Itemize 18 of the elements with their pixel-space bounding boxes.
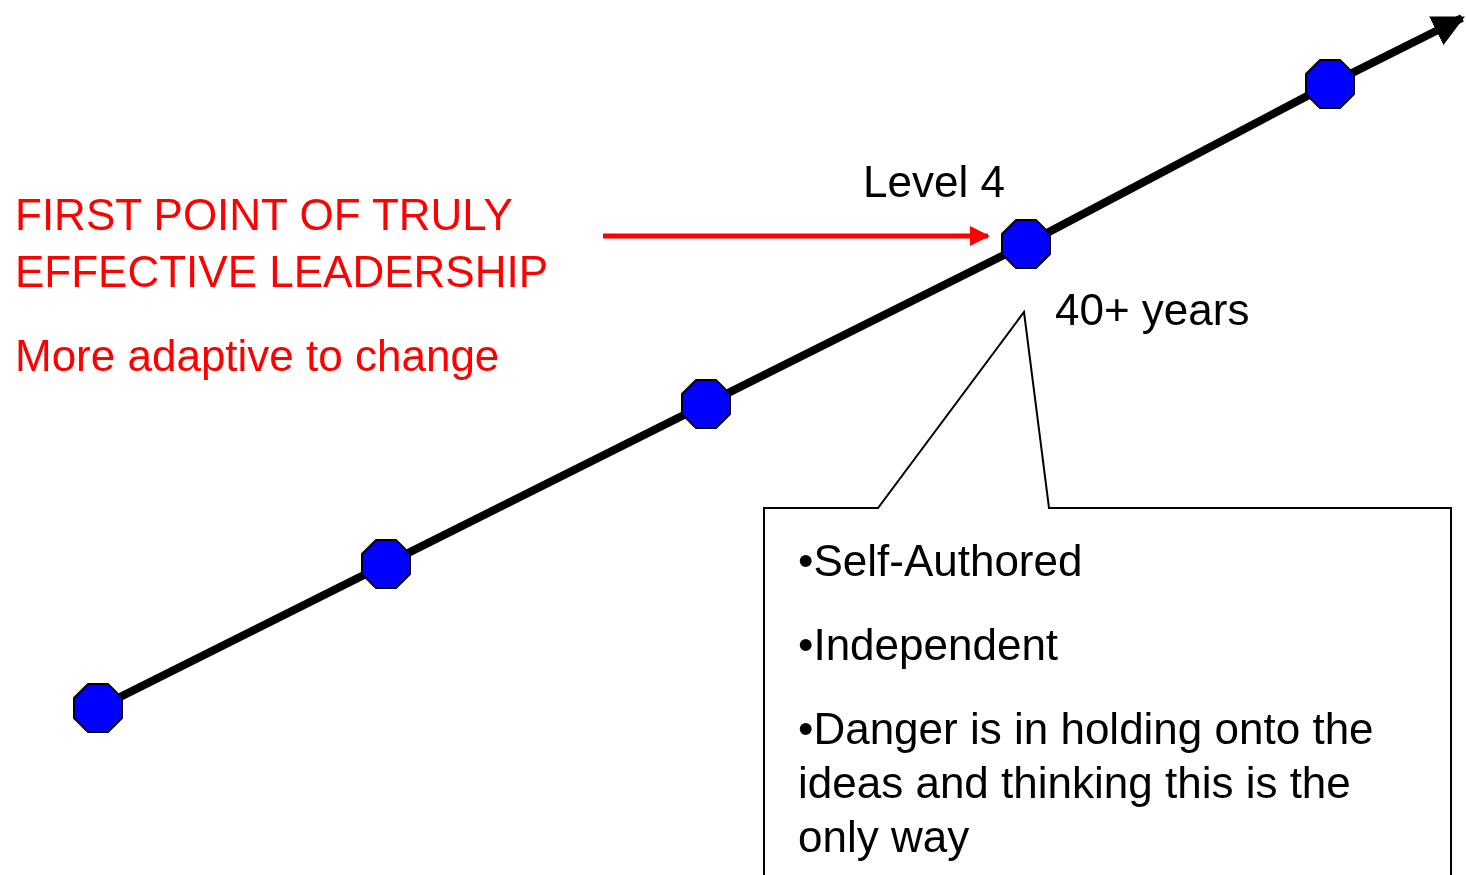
bullet-text: •Independent xyxy=(798,619,1060,671)
note-text: More adaptive to change xyxy=(15,330,500,382)
arrow xyxy=(603,226,990,246)
octagon-marker xyxy=(361,539,411,589)
octagon-marker xyxy=(681,379,731,429)
marker-caption: Level 4 xyxy=(863,156,1005,208)
octagon-marker xyxy=(1305,59,1355,109)
arrow xyxy=(1350,14,1465,77)
octagon-marker xyxy=(73,683,123,733)
note-text: 40+ years xyxy=(1055,284,1250,336)
connector-line xyxy=(406,411,686,557)
bullet-text: •Self-Authored xyxy=(798,535,1084,587)
octagon-marker xyxy=(1001,219,1051,269)
connector-line xyxy=(726,251,1006,397)
connector-line xyxy=(1046,92,1310,236)
bullet-text: •Danger is in holding onto the ideas and thinking this is the only way xyxy=(798,703,1375,863)
connector-line xyxy=(118,571,366,701)
annotation-text: FIRST POINT OF TRULY EFFECTIVE LEADERSHIP xyxy=(15,186,615,298)
